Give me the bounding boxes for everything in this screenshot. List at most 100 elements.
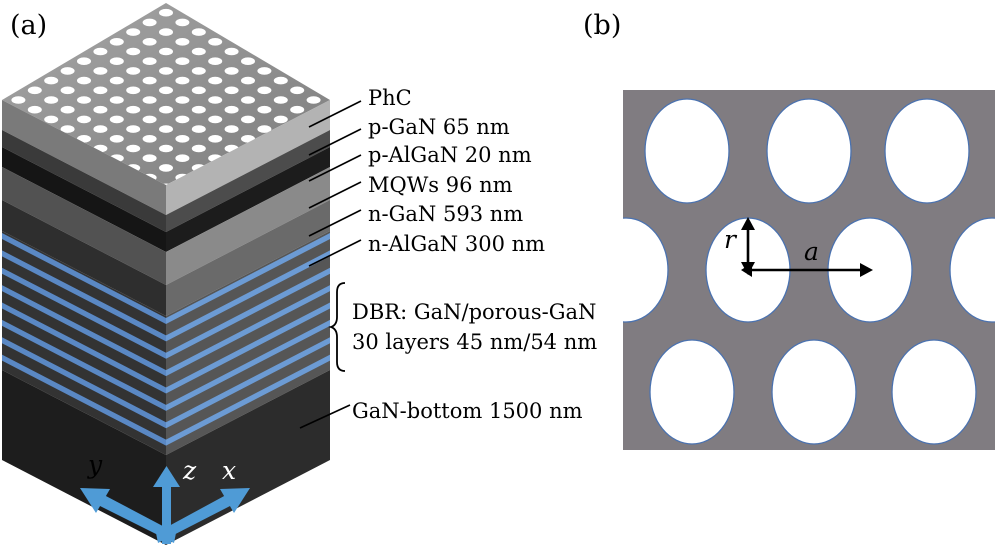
mqws-left-face: [2, 147, 166, 252]
phc-hole: [109, 135, 124, 143]
x-axis-label: x: [222, 456, 236, 485]
phc-hole: [44, 76, 59, 85]
phc-hole: [109, 57, 124, 65]
phc-hole: [257, 67, 272, 75]
leader-bottom: [299, 404, 351, 429]
phc-hole: [175, 115, 190, 124]
phc-hole: [191, 28, 206, 36]
phc-hole: [159, 125, 173, 133]
dbr-stripe-right: [166, 267, 330, 359]
phc-hole: [257, 86, 272, 95]
phc-hole: [159, 86, 173, 95]
phc-hole: [159, 144, 173, 153]
label-mqws: MQWs 96 nm: [368, 173, 513, 197]
phc-hole: [175, 38, 190, 46]
phc-hole: [224, 125, 239, 133]
n-algan-left-face: [2, 200, 166, 316]
leader-mqws: [308, 181, 362, 209]
lattice-hole: [771, 339, 857, 445]
phc-hole: [175, 57, 190, 65]
leader-n-algan: [308, 239, 362, 267]
phc-hole: [191, 67, 206, 75]
n-algan-right-face: [166, 200, 330, 316]
photonic-crystal-lattice: [623, 90, 995, 450]
phc-hole: [93, 125, 108, 133]
lattice-hole: [949, 217, 995, 323]
phc-hole: [224, 105, 239, 114]
phc-hole: [208, 96, 223, 104]
phc-hole: [159, 47, 173, 56]
dbr-stripe-left: [2, 302, 166, 394]
phc-hole: [241, 96, 255, 104]
phc-hole: [126, 105, 141, 114]
phc-hole: [126, 125, 141, 133]
phc-hole: [159, 67, 173, 75]
phc-hole: [93, 47, 108, 56]
lattice-hole: [884, 98, 970, 204]
dbr-stripe-left: [2, 354, 166, 446]
phc-hole: [27, 86, 42, 95]
phc-hole: [159, 164, 173, 172]
phc-hole: [77, 115, 91, 124]
phc-hole: [224, 67, 239, 75]
label-phc: PhC: [368, 86, 412, 110]
a-arrow-head-right: [860, 263, 873, 277]
phc-hole: [257, 105, 272, 114]
x-axis-shaft: [156, 495, 232, 543]
phc-hole: [142, 96, 157, 104]
lattice-hole: [623, 217, 669, 323]
phc-hole: [126, 67, 141, 75]
phc-hole: [208, 76, 223, 85]
dbr-stripe-right: [166, 285, 330, 377]
phc-hole: [191, 125, 206, 133]
phc-hole: [241, 115, 255, 124]
phc-hole: [306, 96, 321, 104]
phc-hole: [175, 135, 190, 143]
dbr-stripe-left: [2, 337, 166, 429]
leader-lines: [299, 100, 362, 429]
dbr-brace: [328, 282, 346, 372]
phc-hole: [273, 96, 288, 104]
dbr-stripe-left: [2, 267, 166, 359]
phc-hole: [60, 86, 75, 95]
phc-hole: [241, 57, 255, 65]
mqws-right-face: [166, 147, 330, 252]
phc-hole: [208, 38, 223, 46]
phc-hole: [142, 135, 157, 143]
y-axis-label: y: [87, 450, 103, 479]
phc-hole: [142, 115, 157, 124]
phc-hole: [241, 76, 255, 85]
phc-hole: [175, 96, 190, 104]
lattice-hole: [891, 339, 977, 445]
dbr-stripe-right: [166, 302, 330, 394]
z-axis-shaft: [162, 484, 171, 544]
label-dbr-line1: DBR: GaN/porous-GaN: [352, 300, 596, 324]
dbr-stripe-left: [2, 285, 166, 377]
lattice-hole: [766, 98, 852, 204]
y-axis-arrowhead: [80, 488, 110, 513]
r-arrow-head-up: [741, 217, 755, 230]
dbr-stripe-right: [166, 337, 330, 429]
dimension-arrows: [746, 226, 864, 272]
leader-p-algan: [308, 154, 362, 182]
p-algan-right-face: [166, 130, 330, 232]
leader-p-gan: [308, 128, 362, 156]
p-algan-left-face: [2, 130, 166, 232]
phc-hole: [257, 125, 272, 133]
phc-hole: [208, 57, 223, 65]
a-arrow-head-left: [741, 263, 752, 277]
dbr-stripes: [2, 233, 330, 446]
phc-hole: [208, 115, 223, 124]
phc-hole: [126, 28, 141, 36]
dbr-right-face: [166, 231, 330, 455]
y-axis-shaft: [98, 495, 176, 543]
phc-hole: [77, 96, 91, 104]
label-n-algan: n-AlGaN 300 nm: [368, 232, 545, 256]
phc-hole: [109, 76, 124, 85]
phc-top-holes: [11, 8, 321, 192]
lattice-hole: [644, 98, 730, 204]
z-axis-label: z: [182, 456, 197, 485]
phc-hole: [60, 125, 75, 133]
bottom-right-face: [166, 370, 330, 545]
panel-a-label: (a): [10, 10, 47, 41]
